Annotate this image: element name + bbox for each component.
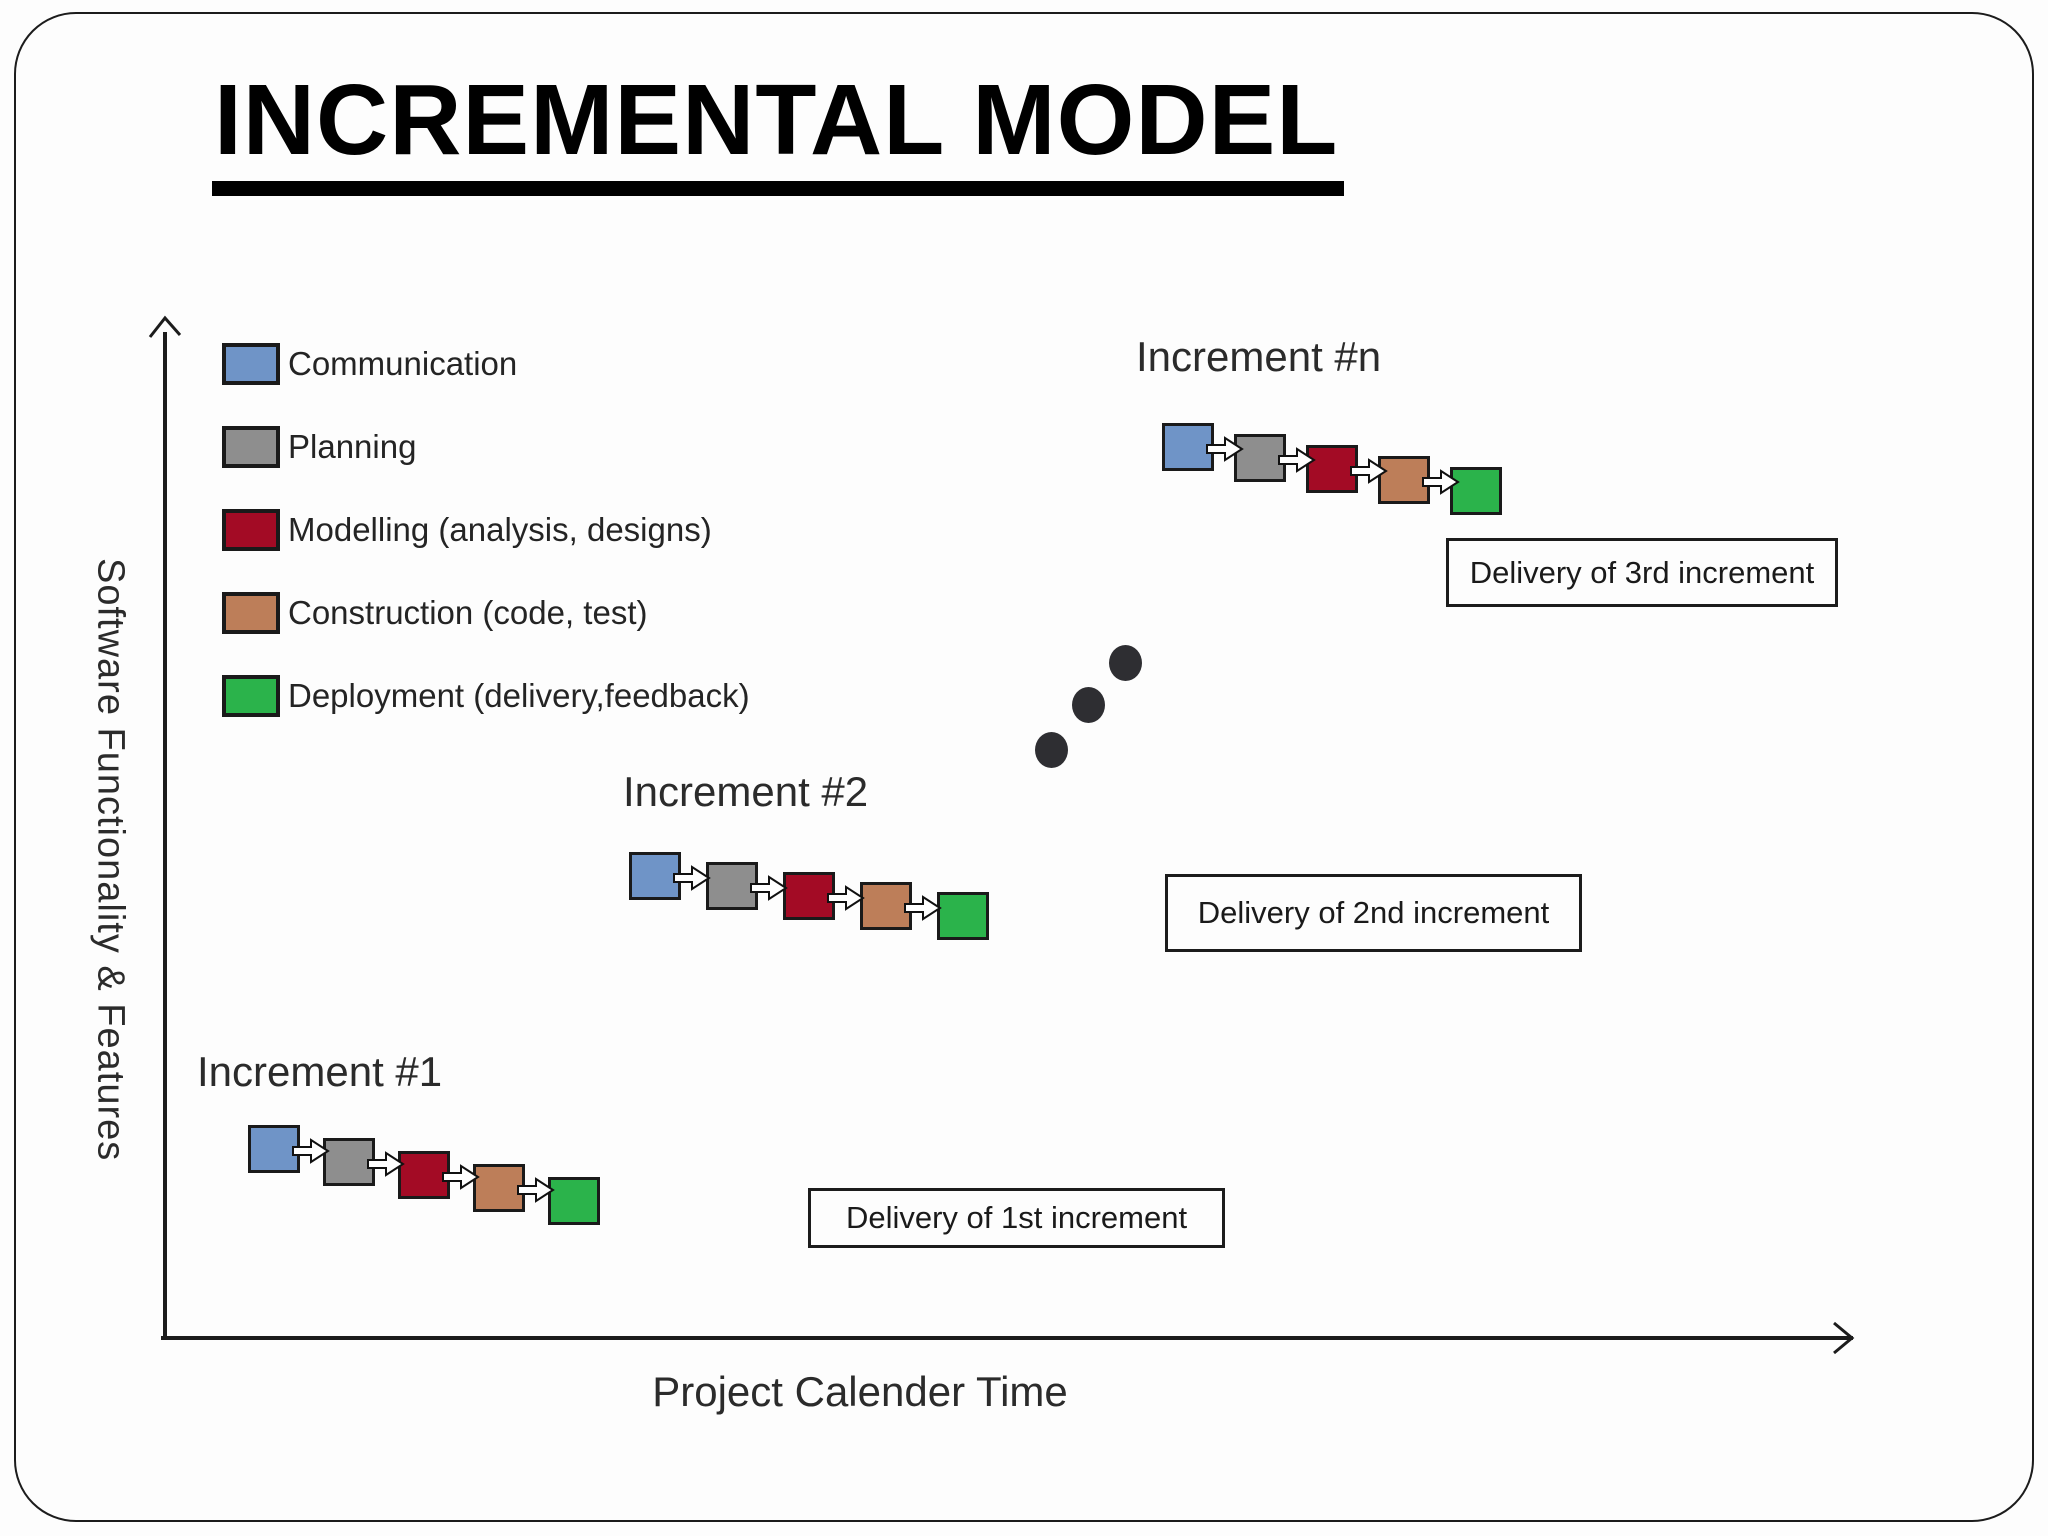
flow-arrow-icon: [904, 895, 942, 921]
legend-item-planning: Planning: [222, 425, 750, 469]
phase-box-deployment: [937, 892, 989, 940]
delivery-3rd-increment-box: Delivery of 3rd increment: [1446, 538, 1838, 607]
phase-box-planning: [323, 1138, 375, 1186]
y-axis-arrowhead-icon: [148, 315, 182, 338]
legend-item-communication: Communication: [222, 342, 750, 386]
flow-arrow-icon: [367, 1151, 405, 1177]
flow-arrow-icon: [827, 885, 865, 911]
legend-item-modelling: Modelling (analysis, designs): [222, 508, 750, 552]
flow-arrow-icon: [1422, 469, 1460, 495]
modelling-swatch: [222, 509, 280, 551]
deployment-swatch: [222, 675, 280, 717]
phase-box-deployment: [548, 1177, 600, 1225]
flow-arrow-icon: [292, 1138, 330, 1164]
legend-label: Deployment (delivery,feedback): [288, 677, 750, 714]
delivery-1st-increment-box: Delivery of 1st increment: [808, 1188, 1225, 1248]
legend: Communication Planning Modelling (analys…: [222, 342, 750, 757]
increment-2-label: Increment #2: [623, 768, 869, 815]
legend-label: Modelling (analysis, designs): [288, 511, 712, 548]
flow-arrow-icon: [673, 865, 711, 891]
phase-box-modelling: [1306, 445, 1358, 493]
phase-box-modelling: [783, 872, 835, 920]
ellipsis-dot: [1109, 645, 1142, 681]
ellipsis-dot: [1035, 732, 1068, 768]
slide-border: [14, 12, 2034, 1522]
legend-item-deployment: Deployment (delivery,feedback): [222, 674, 750, 718]
flow-arrow-icon: [517, 1177, 555, 1203]
increment-1-label: Increment #1: [197, 1048, 443, 1095]
flow-arrow-icon: [750, 875, 788, 901]
increment-n-label: Increment #n: [1136, 333, 1382, 380]
phase-box-construction: [1378, 456, 1430, 504]
page-title: INCREMENTAL MODEL: [212, 68, 1345, 196]
x-axis-line: [161, 1336, 1853, 1340]
legend-label: Planning: [288, 428, 417, 465]
communication-swatch: [222, 343, 280, 385]
x-axis-label: Project Calender Time: [652, 1368, 1068, 1415]
planning-swatch: [222, 426, 280, 468]
flow-arrow-icon: [1350, 458, 1388, 484]
flow-arrow-icon: [442, 1164, 480, 1190]
flow-arrow-icon: [1278, 447, 1316, 473]
y-axis-label: Software Functionality & Features: [89, 558, 132, 1162]
y-axis-line: [163, 332, 167, 1340]
legend-label: Communication: [288, 345, 518, 382]
phase-box-deployment: [1450, 467, 1502, 515]
legend-label: Construction (code, test): [288, 594, 648, 631]
x-axis-arrowhead-icon: [1833, 1321, 1855, 1355]
delivery-2nd-increment-box: Delivery of 2nd increment: [1165, 874, 1582, 952]
phase-box-communication: [1162, 423, 1214, 471]
flow-arrow-icon: [1206, 436, 1244, 462]
phase-box-modelling: [398, 1151, 450, 1199]
legend-item-construction: Construction (code, test): [222, 591, 750, 635]
construction-swatch: [222, 592, 280, 634]
ellipsis-dot: [1072, 687, 1105, 723]
phase-box-planning: [1234, 434, 1286, 482]
